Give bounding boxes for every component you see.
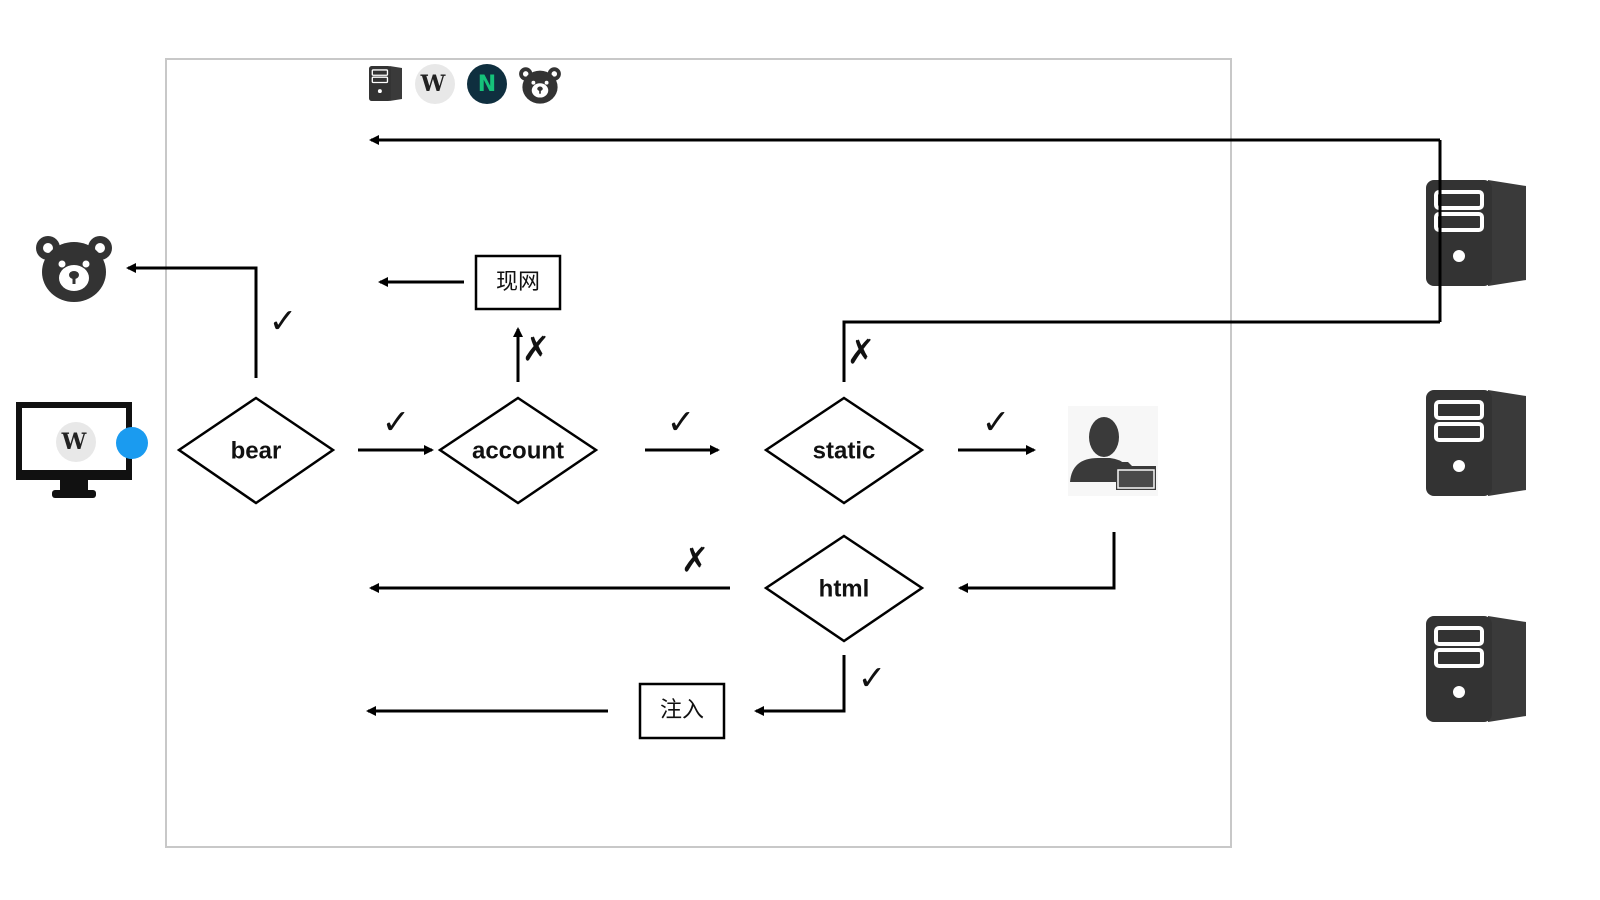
decision-account bbox=[437, 396, 599, 505]
check-mark: ✓ bbox=[667, 403, 696, 443]
decision-bear-label: bear bbox=[231, 437, 282, 464]
decision-bear bbox=[176, 396, 336, 505]
user-to-html-arrow bbox=[958, 532, 1116, 593]
decision-html-label: html bbox=[819, 575, 870, 602]
cross-mark: ✗ bbox=[681, 541, 710, 581]
top-server-icon bbox=[368, 65, 403, 102]
static-to-server-line bbox=[842, 320, 1440, 382]
w-logo-icon: W bbox=[415, 64, 455, 104]
html-to-inject-arrow bbox=[754, 655, 846, 716]
bear-icon bbox=[36, 236, 112, 302]
decision-account-label: account bbox=[472, 437, 564, 464]
inject-box-label: 注入 bbox=[660, 698, 704, 723]
check-mark: ✓ bbox=[269, 302, 298, 342]
check-mark: ✓ bbox=[982, 403, 1011, 443]
cross-mark: ✗ bbox=[522, 330, 551, 370]
prod-box-label: 现网 bbox=[496, 270, 540, 295]
cross-mark: ✗ bbox=[847, 333, 876, 373]
server-icon bbox=[1424, 388, 1528, 498]
prod-box bbox=[474, 254, 562, 311]
svg-text:W: W bbox=[61, 429, 87, 455]
check-mark: ✓ bbox=[382, 403, 411, 443]
top-bear-icon bbox=[519, 67, 561, 104]
decision-static bbox=[763, 396, 925, 505]
user-folder-icon bbox=[1068, 406, 1158, 496]
container-frame bbox=[165, 58, 1232, 848]
check-mark: ✓ bbox=[858, 659, 887, 699]
decision-html bbox=[763, 534, 925, 643]
inject-box bbox=[638, 682, 726, 740]
n-logo-icon: N bbox=[467, 64, 507, 104]
status-dot bbox=[116, 427, 148, 459]
decision-static-label: static bbox=[813, 437, 876, 464]
server-icon bbox=[1424, 614, 1528, 724]
monitor-icon: W bbox=[16, 402, 132, 498]
svg-text:N: N bbox=[478, 72, 496, 97]
bear-to-icon-arrow bbox=[126, 263, 258, 378]
svg-text:W: W bbox=[420, 71, 446, 97]
